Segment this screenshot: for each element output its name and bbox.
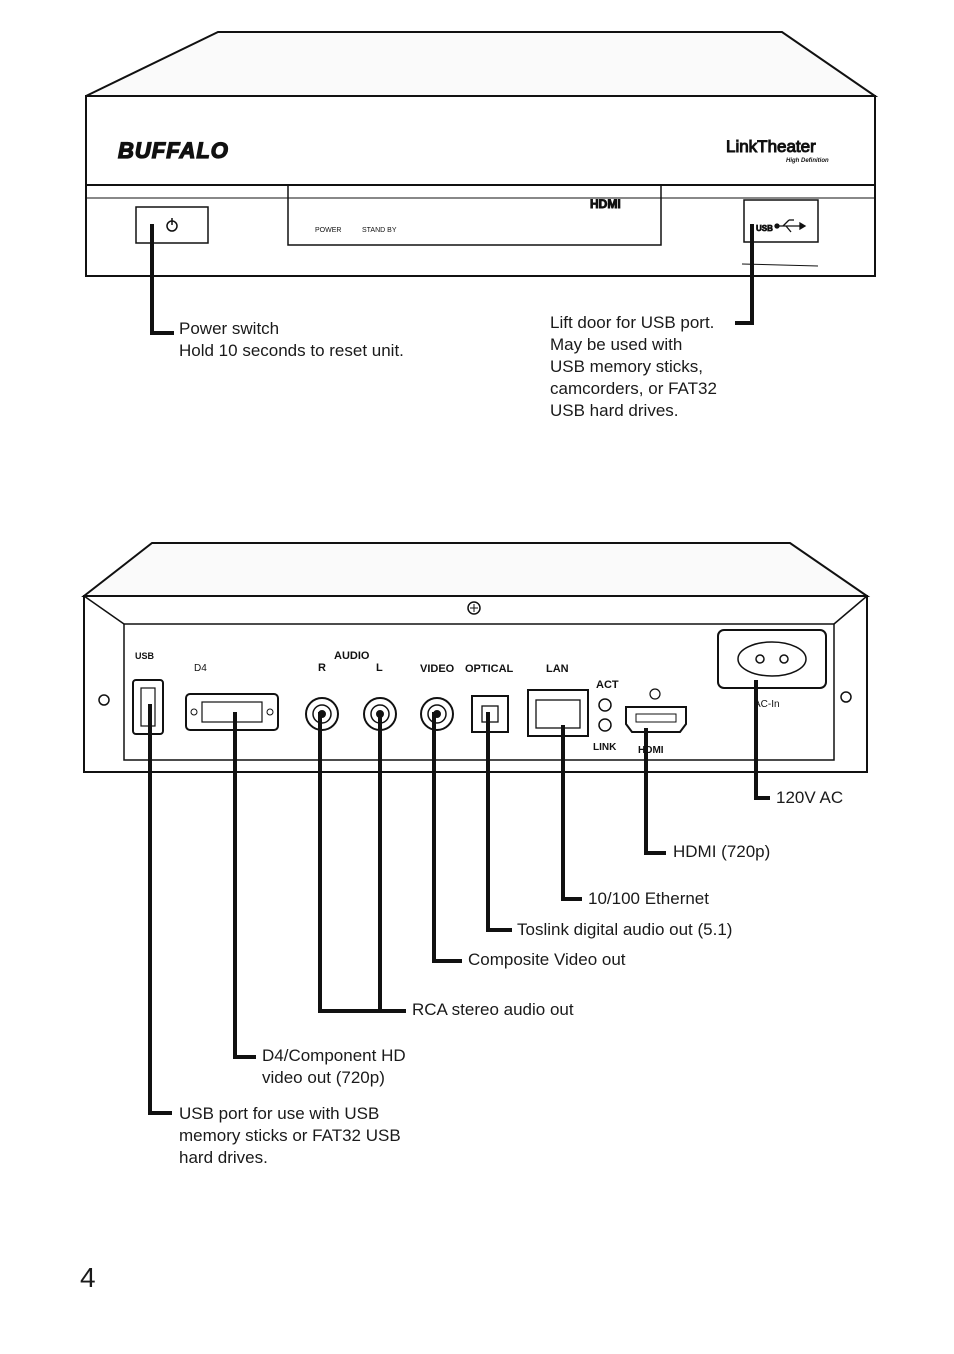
lan-port [527,689,589,737]
rear-hdmi-label: HDMI [638,745,664,756]
audio-label: AUDIO [334,650,370,662]
lan-label: LAN [546,663,569,675]
usb-symbol-icon [774,219,807,233]
d4-connector [185,693,279,731]
callout-ethernet: 10/100 Ethernet [588,889,709,908]
ac-in-label: AC-In [754,699,780,710]
front-usb-label: USB [756,224,773,233]
brand-logo: BUFFALO [118,138,229,163]
power-led-label: POWER [315,227,341,234]
d4-label: D4 [194,663,207,674]
front-hdmi-logo: HDMI [590,197,621,211]
audio-r-label: R [318,662,326,674]
hdmi-port [625,706,687,733]
link-led [598,718,612,732]
link-label: LINK [593,742,617,753]
front-leader-lines [150,224,754,335]
center-screw [467,601,481,615]
callout-hdmi: HDMI (720p) [673,842,771,861]
ac-inlet [717,629,827,689]
hdmi-screw [649,688,661,700]
video-label: VIDEO [420,663,455,675]
page-number: 4 [80,1262,96,1293]
power-button [135,206,209,244]
front-view [85,31,879,277]
right-screw [840,691,852,703]
standby-led-label: STAND BY [362,227,397,234]
callout-composite: Composite Video out [468,950,626,969]
video-jack [420,697,454,731]
callout-120v-ac: 120V AC [776,788,844,807]
callout-rca-audio: RCA stereo audio out [412,1000,574,1019]
act-led [598,698,612,712]
rear-usb-label: USB [135,651,155,661]
optical-label: OPTICAL [465,663,514,675]
left-screw [98,694,110,706]
callout-power-switch: Power switch Hold 10 seconds to reset un… [179,319,404,360]
callout-usb-rear: USB port for use with USB memory sticks … [179,1104,401,1167]
rear-leader-lines [148,680,770,1115]
callout-usb-door: Lift door for USB port. May be used with… [550,313,717,420]
usb-door [743,199,819,243]
audio-l-label: L [376,662,383,674]
display-window [287,184,662,246]
callout-d4-component: D4/Component HD video out (720p) [262,1046,406,1087]
rear-view [81,542,871,773]
act-label: ACT [596,679,619,691]
callout-toslink: Toslink digital audio out (5.1) [517,920,733,939]
product-logo: LinkTheater [726,137,816,156]
product-logo-subtitle: High Definition [786,158,829,164]
